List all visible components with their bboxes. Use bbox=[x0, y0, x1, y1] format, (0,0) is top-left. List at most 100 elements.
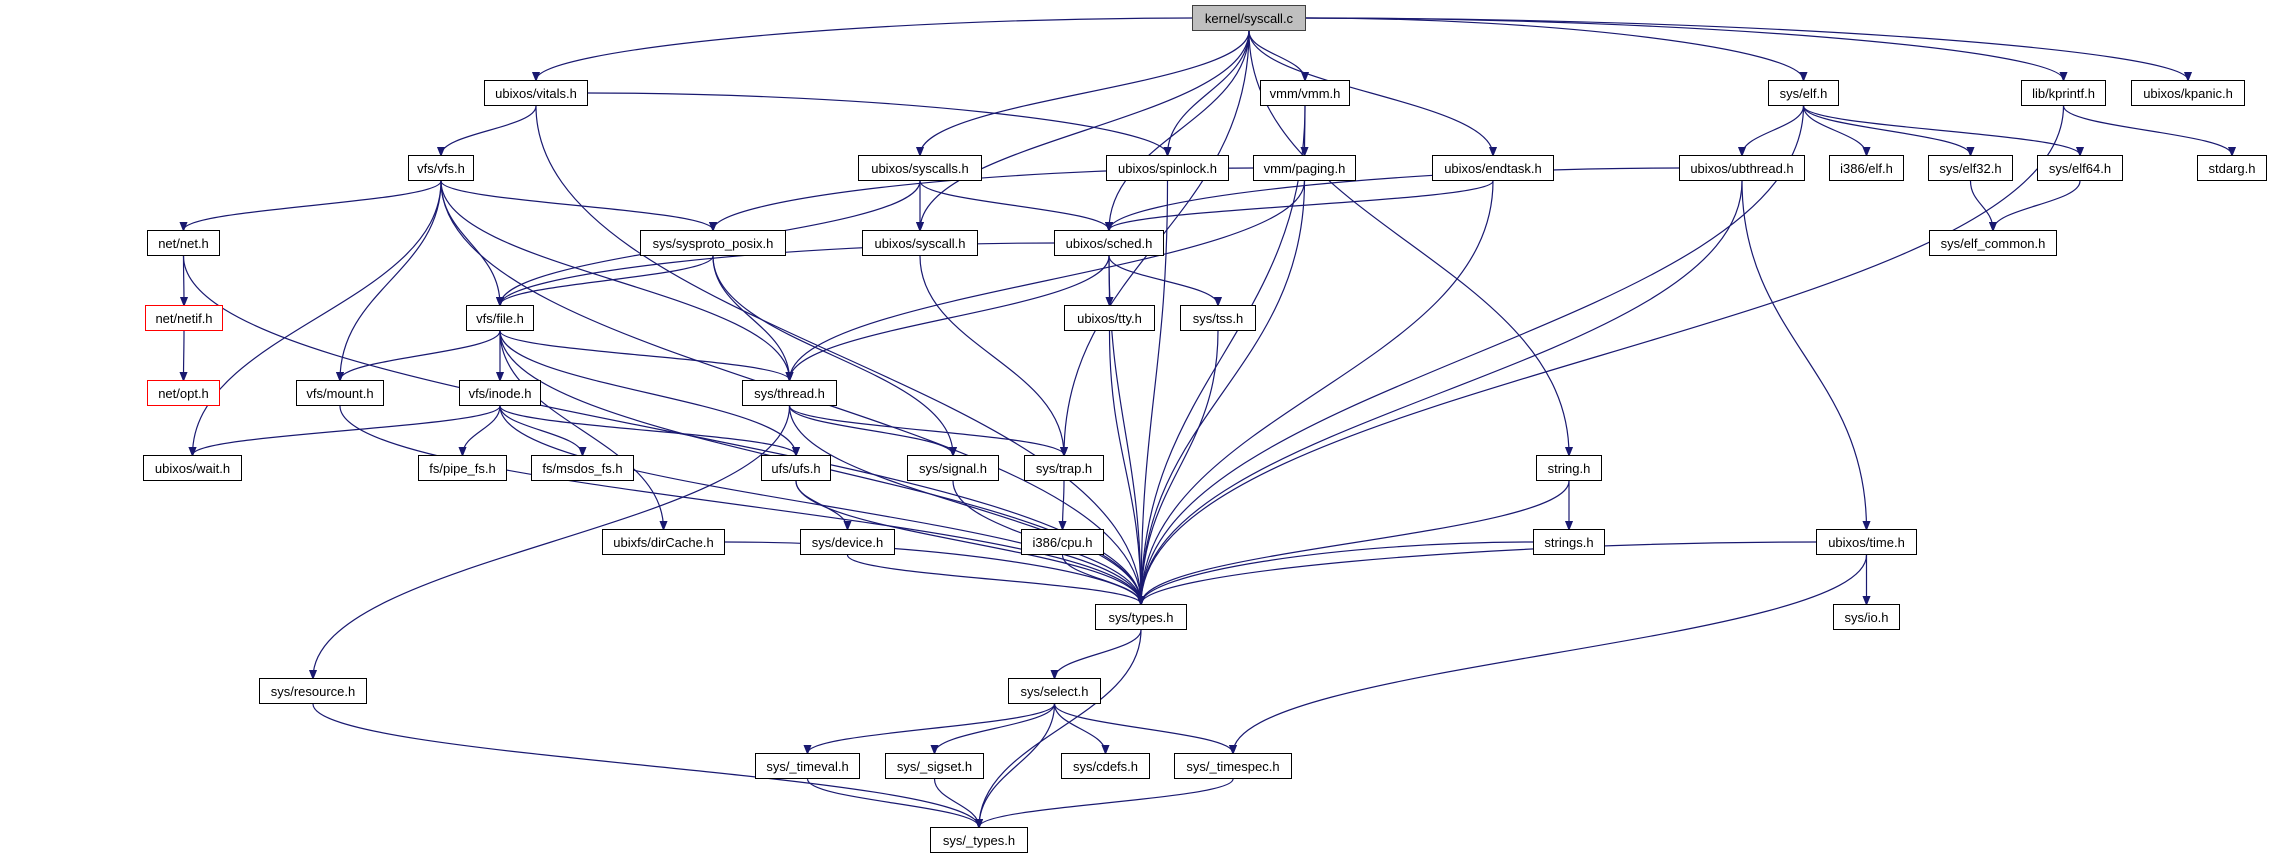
node-label: sys/sysproto_posix.h bbox=[652, 235, 774, 251]
node-sys-signal-h[interactable]: sys/signal.h bbox=[907, 455, 999, 481]
node-ubixos-vitals-h[interactable]: ubixos/vitals.h bbox=[484, 80, 588, 106]
node-net-net-h[interactable]: net/net.h bbox=[147, 230, 220, 256]
node-sys-thread-h[interactable]: sys/thread.h bbox=[742, 380, 837, 406]
node-sys-elf32-h[interactable]: sys/elf32.h bbox=[1928, 155, 2013, 181]
node-sys-resource-h[interactable]: sys/resource.h bbox=[259, 678, 367, 704]
node-label: sys/device.h bbox=[811, 534, 884, 550]
node-ubixos-syscalls-h[interactable]: ubixos/syscalls.h bbox=[858, 155, 982, 181]
edge-vfs-file-h-to-ufs-ufs-h bbox=[499, 330, 796, 455]
edge-sys-elf-h-to-sys-elf32-h bbox=[1802, 105, 1971, 155]
node-i386-cpu-h[interactable]: i386/cpu.h bbox=[1021, 529, 1104, 555]
node-label: kernel/syscall.c bbox=[1204, 10, 1294, 26]
node-fs-msdos-fs-h[interactable]: fs/msdos_fs.h bbox=[531, 455, 634, 481]
node-i386-elf-h[interactable]: i386/elf.h bbox=[1829, 155, 1904, 181]
edge-ubixos-sched-h-to-sys-thread-h bbox=[790, 255, 1110, 380]
node-ubixos-endtask-h[interactable]: ubixos/endtask.h bbox=[1432, 155, 1554, 181]
node-label: string.h bbox=[1547, 460, 1591, 476]
node-ubixfs-dircache-h[interactable]: ubixfs/dirCache.h bbox=[602, 529, 725, 555]
edge-vfs-vfs-h-to-ubixos-wait-h bbox=[193, 180, 442, 455]
node-vfs-vfs-h[interactable]: vfs/vfs.h bbox=[408, 155, 474, 181]
node-sys-elf64-h[interactable]: sys/elf64.h bbox=[2037, 155, 2123, 181]
node-label: sys/thread.h bbox=[754, 385, 825, 401]
node-kernel-syscall-c[interactable]: kernel/syscall.c bbox=[1192, 5, 1306, 31]
node-ubixos-sched-h[interactable]: ubixos/sched.h bbox=[1054, 230, 1164, 256]
node-sys--types-h[interactable]: sys/_types.h bbox=[930, 827, 1028, 853]
node-vfs-file-h[interactable]: vfs/file.h bbox=[466, 305, 534, 331]
edge-vmm-vmm-h-to-sys-types-h bbox=[1141, 105, 1306, 604]
node-strings-h[interactable]: strings.h bbox=[1533, 529, 1605, 555]
node-sys-types-h[interactable]: sys/types.h bbox=[1095, 604, 1187, 630]
edge-sys-elf-h-to-sys-types-h bbox=[1141, 105, 1805, 604]
edge-kernel-syscall-c-to-vmm-vmm-h bbox=[1248, 30, 1305, 80]
edge-ubixos-vitals-h-to-ubixos-spinlock-h bbox=[587, 92, 1168, 155]
node-vmm-paging-h[interactable]: vmm/paging.h bbox=[1253, 155, 1356, 181]
node-sys-device-h[interactable]: sys/device.h bbox=[800, 529, 895, 555]
node-label: ubixfs/dirCache.h bbox=[613, 534, 714, 550]
edge-kernel-syscall-c-to-lib-kprintf-h bbox=[1305, 17, 2064, 80]
edge-sys-timeval-h-to-sys--types-h bbox=[806, 778, 980, 827]
node-label: net/netif.h bbox=[155, 310, 213, 326]
node-ubixos-time-h[interactable]: ubixos/time.h bbox=[1816, 529, 1917, 555]
node-string-h[interactable]: string.h bbox=[1536, 455, 1602, 481]
node-sys-elf-common-h[interactable]: sys/elf_common.h bbox=[1929, 230, 2057, 256]
edge-sys-device-h-to-sys-types-h bbox=[846, 554, 1142, 604]
node-vfs-inode-h[interactable]: vfs/inode.h bbox=[459, 380, 541, 406]
node-sys-sigset-h[interactable]: sys/_sigset.h bbox=[885, 753, 984, 779]
edge-vfs-vfs-h-to-vfs-mount-h bbox=[340, 180, 442, 380]
node-label: vfs/mount.h bbox=[306, 385, 374, 401]
node-label: stdarg.h bbox=[2208, 160, 2256, 176]
edge-ubixos-ubthread-h-to-sys-types-h bbox=[1141, 180, 1743, 604]
edge-ubixos-sched-h-to-sys-tss-h bbox=[1108, 255, 1218, 305]
node-ubixos-kpanic-h[interactable]: ubixos/kpanic.h bbox=[2131, 80, 2245, 106]
edge-lib-kprintf-h-to-sys-types-h bbox=[1141, 105, 2065, 604]
edge-vfs-vfs-h-to-sys-sysproto-posix-h bbox=[440, 180, 713, 230]
node-ubixos-ubthread-h[interactable]: ubixos/ubthread.h bbox=[1679, 155, 1805, 181]
edge-sys-types-h-to-sys-select-h bbox=[1055, 629, 1142, 678]
edge-kernel-syscall-c-to-ubixos-spinlock-h bbox=[1168, 30, 1250, 155]
node-label: sys/trap.h bbox=[1035, 460, 1093, 476]
node-label: vfs/inode.h bbox=[468, 385, 532, 401]
edge-ubixos-vitals-h-to-vfs-vfs-h bbox=[441, 105, 537, 155]
edge-kernel-syscall-c-to-ubixos-sched-h bbox=[1109, 30, 1250, 230]
edge-vfs-file-h-to-vfs-mount-h bbox=[340, 330, 501, 380]
node-ubixos-wait-h[interactable]: ubixos/wait.h bbox=[143, 455, 242, 481]
node-net-opt-h[interactable]: net/opt.h bbox=[147, 380, 220, 406]
node-sys-timespec-h[interactable]: sys/_timespec.h bbox=[1174, 753, 1292, 779]
node-label: vfs/vfs.h bbox=[417, 160, 465, 176]
node-ubixos-syscall-h[interactable]: ubixos/syscall.h bbox=[862, 230, 978, 256]
node-lib-kprintf-h[interactable]: lib/kprintf.h bbox=[2021, 80, 2106, 106]
node-label: vmm/paging.h bbox=[1263, 160, 1346, 176]
edge-ubixos-spinlock-h-to-sys-types-h bbox=[1141, 180, 1169, 604]
node-vmm-vmm-h[interactable]: vmm/vmm.h bbox=[1260, 80, 1350, 106]
edge-sys-timespec-h-to-sys--types-h bbox=[979, 778, 1234, 827]
node-label: ubixos/syscalls.h bbox=[871, 160, 969, 176]
edge-vfs-vfs-h-to-net-net-h bbox=[184, 180, 442, 230]
node-ubixos-spinlock-h[interactable]: ubixos/spinlock.h bbox=[1106, 155, 1229, 181]
node-vfs-mount-h[interactable]: vfs/mount.h bbox=[296, 380, 384, 406]
node-label: ubixos/kpanic.h bbox=[2143, 85, 2233, 101]
node-ubixos-tty-h[interactable]: ubixos/tty.h bbox=[1064, 305, 1155, 331]
node-sys-elf-h[interactable]: sys/elf.h bbox=[1768, 80, 1839, 106]
edge-ubixos-ubthread-h-to-ubixos-sched-h bbox=[1109, 167, 1680, 230]
edge-vfs-vfs-h-to-sys-thread-h bbox=[440, 180, 790, 380]
edges-layer bbox=[184, 17, 2233, 827]
node-fs-pipe-fs-h[interactable]: fs/pipe_fs.h bbox=[418, 455, 507, 481]
node-sys-timeval-h[interactable]: sys/_timeval.h bbox=[755, 753, 860, 779]
edge-sys-select-h-to-sys-cdefs-h bbox=[1053, 703, 1106, 753]
node-sys-cdefs-h[interactable]: sys/cdefs.h bbox=[1061, 753, 1150, 779]
edge-sys-trap-h-to-i386-cpu-h bbox=[1063, 480, 1065, 529]
node-sys-select-h[interactable]: sys/select.h bbox=[1008, 678, 1101, 704]
node-label: fs/msdos_fs.h bbox=[542, 460, 623, 476]
node-sys-io-h[interactable]: sys/io.h bbox=[1833, 604, 1900, 630]
node-label: sys/elf_common.h bbox=[1940, 235, 2046, 251]
edge-sys-thread-h-to-sys-types-h bbox=[788, 405, 1142, 604]
node-sys-tss-h[interactable]: sys/tss.h bbox=[1180, 305, 1256, 331]
node-label: sys/signal.h bbox=[919, 460, 987, 476]
node-net-netif-h[interactable]: net/netif.h bbox=[145, 305, 223, 331]
node-label: i386/elf.h bbox=[1840, 160, 1893, 176]
node-ufs-ufs-h[interactable]: ufs/ufs.h bbox=[761, 455, 831, 481]
node-sys-sysproto-posix-h[interactable]: sys/sysproto_posix.h bbox=[640, 230, 786, 256]
node-stdarg-h[interactable]: stdarg.h bbox=[2197, 155, 2267, 181]
node-sys-trap-h[interactable]: sys/trap.h bbox=[1024, 455, 1104, 481]
edge-sys-thread-h-to-sys-resource-h bbox=[313, 405, 791, 678]
